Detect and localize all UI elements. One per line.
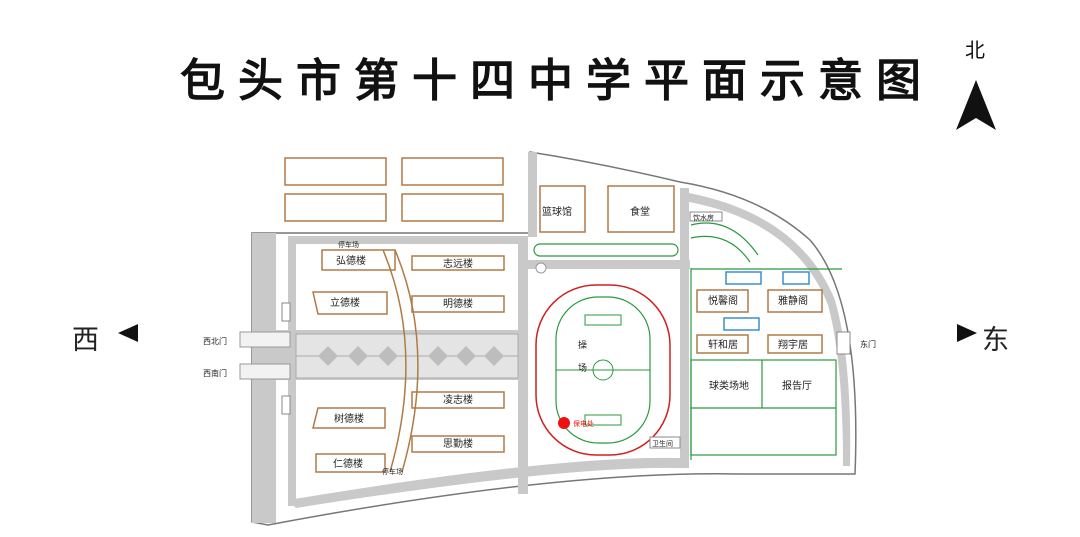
label-yajing: 雅静阁 [778, 294, 808, 307]
building-yuexin [696, 289, 749, 313]
curved-corridor [382, 249, 419, 473]
map-title: 包头市第十四中学平面示意图 [180, 54, 935, 107]
water-pools [723, 271, 810, 331]
label-xiangyu: 翔宇居 [778, 338, 808, 351]
building-canteen [607, 185, 675, 233]
utility-boxes [281, 211, 851, 449]
label-power: 保电处 [573, 419, 594, 428]
label-xuanhe: 轩和居 [708, 338, 738, 351]
gate-northwest-label: 西北门 [203, 336, 227, 346]
north-arrow-icon [956, 80, 996, 130]
walkway-ornaments [318, 346, 504, 366]
north-label: 北 [965, 38, 985, 62]
building-lide [312, 291, 388, 315]
label-siqin: 思勤楼 [443, 437, 473, 450]
building-shude [312, 407, 386, 429]
parking-south-label: 停车场 [382, 467, 403, 476]
parking-north-label: 停车场 [338, 240, 359, 249]
label-canteen: 食堂 [630, 205, 650, 218]
building-basketball [539, 185, 586, 233]
building-zhiyuan [411, 255, 505, 271]
label-shude: 树德楼 [334, 412, 364, 425]
dormitories [696, 289, 823, 354]
label-playground-2: 场 [578, 363, 587, 374]
east-label: 东 [982, 325, 1009, 356]
label-hall: 报告厅 [782, 379, 812, 392]
green-strip [533, 243, 679, 257]
fountain [535, 262, 547, 274]
label-yuexin: 悦馨阁 [708, 294, 738, 307]
label-basketball: 篮球馆 [542, 205, 572, 218]
building-xuanhe [696, 334, 749, 354]
east-green-zone [690, 222, 842, 460]
label-lingzhi: 凌志楼 [443, 393, 473, 406]
label-zhiyuan: 志远楼 [443, 257, 473, 270]
east-arrow-icon [957, 324, 977, 342]
gate-southwest-label: 西南门 [203, 368, 227, 378]
playground [535, 284, 671, 456]
west-buildings [312, 249, 505, 473]
north-buildings [284, 157, 504, 222]
label-ballcourt: 球类场地 [709, 379, 749, 392]
building-yajing [767, 289, 823, 313]
north-east-buildings [539, 185, 675, 233]
gate-east-label: 东门 [860, 339, 876, 349]
label-rende: 仁德楼 [333, 457, 363, 470]
building-rende [315, 453, 386, 473]
west-arrow-icon [118, 324, 138, 342]
label-lide: 立德楼 [330, 296, 360, 309]
building-lingzhi [411, 391, 505, 409]
building-siqin [411, 435, 505, 453]
label-clinic: 卫生间 [652, 439, 673, 448]
label-water: 饮水房 [693, 213, 714, 222]
west-label: 西 [72, 325, 99, 356]
label-mingde: 明德楼 [443, 297, 473, 310]
building-xiangyu [767, 334, 823, 354]
label-playground-1: 操 [578, 339, 587, 351]
label-hongde: 弘德楼 [336, 254, 366, 267]
power-point-marker [558, 417, 570, 429]
building-hongde [321, 249, 396, 271]
